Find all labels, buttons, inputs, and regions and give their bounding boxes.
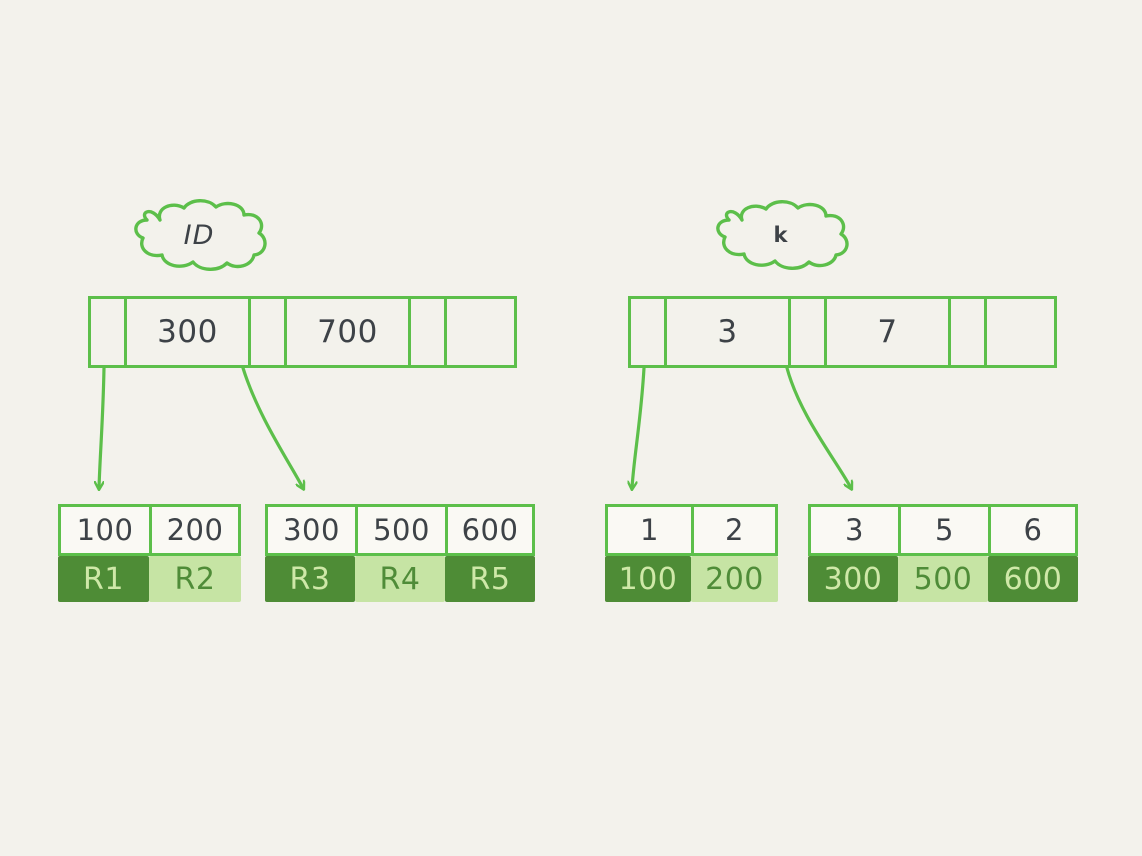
leaf-id-1-key-0: 100 bbox=[61, 507, 152, 553]
record-ref-600: 600 bbox=[988, 556, 1078, 602]
leaf-id-1-record-row: R1 R2 bbox=[58, 556, 241, 602]
inode-k-empty bbox=[987, 299, 1054, 365]
inode-k-pointer-1[interactable] bbox=[791, 299, 827, 365]
internal-node-k: 3 7 bbox=[628, 296, 1057, 368]
record-r3: R3 bbox=[265, 556, 355, 602]
leaf-id-1-key-row: 100 200 bbox=[58, 504, 241, 556]
record-ref-100: 100 bbox=[605, 556, 691, 602]
leaf-k-2-record-row: 300 500 600 bbox=[808, 556, 1078, 602]
leaf-k-2-key-1: 5 bbox=[901, 507, 991, 553]
leaf-id-2-key-row: 300 500 600 bbox=[265, 504, 535, 556]
leaf-node-id-1: 100 200 R1 R2 bbox=[58, 504, 241, 602]
record-ref-200: 200 bbox=[691, 556, 778, 602]
leaf-id-2-record-row: R3 R4 R5 bbox=[265, 556, 535, 602]
inode-k-key-3: 3 bbox=[667, 299, 791, 365]
leaf-id-2-key-0: 300 bbox=[268, 507, 358, 553]
inode-id-pointer-1[interactable] bbox=[251, 299, 287, 365]
leaf-k-1-key-row: 1 2 bbox=[605, 504, 778, 556]
inode-id-key-700: 700 bbox=[287, 299, 411, 365]
leaf-k-1-key-1: 2 bbox=[725, 513, 744, 547]
leaf-k-1-record-row: 100 200 bbox=[605, 556, 778, 602]
record-r2: R2 bbox=[149, 556, 241, 602]
leaf-k-1-key-0: 1 bbox=[608, 507, 694, 553]
arrow-id-ptr1 bbox=[99, 366, 106, 488]
leaf-node-id-2: 300 500 600 R3 R4 R5 bbox=[265, 504, 535, 602]
record-r4: R4 bbox=[355, 556, 445, 602]
leaf-node-k-2: 3 5 6 300 500 600 bbox=[808, 504, 1078, 602]
inode-k-key-7: 7 bbox=[827, 299, 951, 365]
record-r1: R1 bbox=[58, 556, 149, 602]
record-r5: R5 bbox=[445, 556, 535, 602]
leaf-id-2-key-1: 500 bbox=[358, 507, 448, 553]
leaf-node-k-1: 1 2 100 200 bbox=[605, 504, 778, 602]
inode-id-pointer-2[interactable] bbox=[411, 299, 447, 365]
inode-id-key-300: 300 bbox=[127, 299, 251, 365]
arrow-k-ptr1 bbox=[632, 366, 646, 488]
cloud-label-id-text: ID bbox=[183, 219, 215, 251]
leaf-id-1-key-1: 200 bbox=[166, 513, 224, 547]
arrow-id-ptr2 bbox=[241, 366, 303, 488]
internal-node-id: 300 700 bbox=[88, 296, 517, 368]
cloud-label-id: ID bbox=[126, 196, 272, 274]
inode-k-pointer-2[interactable] bbox=[951, 299, 987, 365]
cloud-label-k: k bbox=[708, 198, 854, 272]
leaf-id-2-key-2: 600 bbox=[461, 513, 519, 547]
arrow-k-ptr2 bbox=[785, 366, 851, 488]
record-ref-300: 300 bbox=[808, 556, 898, 602]
cloud-label-k-text: k bbox=[773, 223, 789, 247]
leaf-k-2-key-row: 3 5 6 bbox=[808, 504, 1078, 556]
inode-id-pointer-0[interactable] bbox=[91, 299, 127, 365]
inode-k-pointer-0[interactable] bbox=[631, 299, 667, 365]
inode-id-empty bbox=[447, 299, 514, 365]
leaf-k-2-key-2: 6 bbox=[1023, 513, 1043, 547]
leaf-k-2-key-0: 3 bbox=[811, 507, 901, 553]
record-ref-500: 500 bbox=[898, 556, 988, 602]
